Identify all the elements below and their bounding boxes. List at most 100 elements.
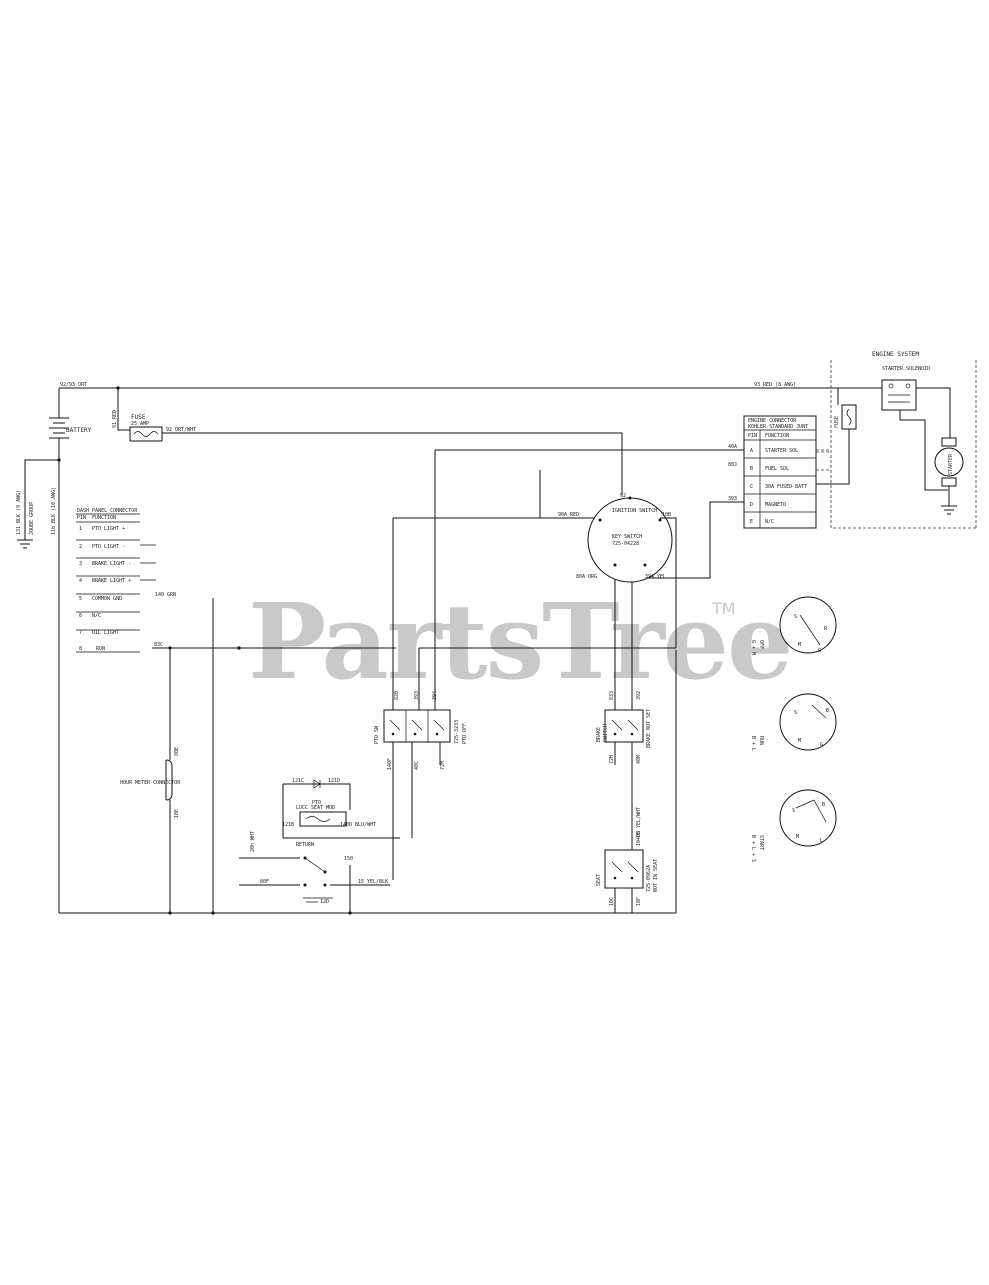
battery-icon [49, 417, 69, 439]
wire-label-15: 15 YEL/BLK [358, 879, 388, 885]
wire-label-140: 140 GRN [155, 592, 176, 598]
term-b: B [822, 802, 825, 808]
fuse-25a [129, 426, 163, 442]
dash-row-fn: COMMON GND [92, 596, 122, 602]
brake-switch [604, 709, 644, 743]
seat-label: SEAT [596, 874, 602, 886]
wire-label-83c: 83C [154, 642, 163, 648]
starter-motor-label: STARTER [948, 453, 954, 475]
wire-label-121c: 121C [292, 778, 304, 784]
dash-row-pin: 4 [79, 578, 82, 584]
wire-label-10ds: 10 DS [636, 831, 642, 846]
fuse-sub-label: 25 AMP [131, 421, 149, 427]
dash-row-pin: 3 [79, 561, 82, 567]
dash-table-title: DASH PANEL CONNECTOR [77, 508, 138, 514]
engine-connector-table [743, 415, 817, 529]
term-m: M [798, 738, 801, 744]
position-off-code: G + M [750, 640, 756, 655]
key-switch [587, 496, 677, 648]
brake-switch-label: SWITCH [603, 724, 609, 742]
watermark-tm: TM [711, 599, 736, 618]
engine-feed-wire-label: 93 RED (8 AWG) [754, 382, 796, 388]
position-run-code: B + L [750, 736, 756, 751]
position-start-label: START [758, 835, 764, 850]
engine-row-pin: A [750, 448, 753, 454]
term-r: R [824, 626, 828, 632]
wire-label-12d: 12D [320, 899, 329, 905]
engine-row-fn: STARTER SOL [765, 448, 798, 454]
wire-label-10f: 10F [636, 897, 642, 906]
dash-table-header-fn: FUNCTION [92, 515, 116, 521]
wire-label-10b: 10B [662, 512, 671, 518]
position-start-code: B + L + S [750, 835, 756, 862]
hour-meter-label: HOUR METER CONNECTOR [120, 780, 181, 786]
dash-row-fn: PTO LIGHT + [92, 526, 125, 532]
ground-wire-label-3: 11b BLK (10 AWG) [51, 487, 57, 535]
engine-row-wire: 80J [728, 462, 737, 468]
engine-system-title: ENGINE SYSTEM [872, 351, 919, 358]
engine-row-fn: 30A FUSED BATT [765, 484, 807, 490]
dash-row-fn: RUN [96, 646, 105, 652]
wire-label-90a: 90A RED [558, 512, 579, 518]
engine-row-pin: C [750, 484, 753, 490]
wire-label-72m: 72M [440, 761, 446, 770]
term-b: B [826, 708, 829, 714]
brake-not-set-label: BRAKE NOT SET [646, 709, 652, 748]
engine-table-header-fn: FUNCTION [765, 433, 789, 439]
engine-table-header-pin: PIN [748, 433, 757, 439]
wire-label-833: 833 [609, 691, 615, 700]
wire-label-72h: 72H [609, 755, 615, 764]
ground-wire-label-2: JOUBE GROUP [29, 502, 35, 535]
wire-label-394b: 394 [432, 691, 438, 700]
engine-row-wire: 393 [728, 496, 737, 502]
wire-label-150: 150 [344, 856, 353, 862]
dash-row-fn: PTO LIGHT - [92, 544, 125, 550]
fuse-label: FUSE [131, 414, 146, 421]
dash-row-pin: 7 [79, 630, 82, 636]
pto-switch-label: PTO SW [374, 725, 380, 744]
term-s: S [792, 808, 795, 814]
main-wiring [24, 386, 838, 915]
pto-off-label: PTO OFF [462, 723, 468, 744]
position-run-label: RUN [758, 736, 764, 745]
diode-icon [310, 779, 322, 789]
key-position-off [779, 596, 837, 654]
ignition-switch-label: IGNITION SWITCH [612, 508, 657, 514]
dash-table-header-pin: PIN [77, 515, 86, 521]
engine-fuse [816, 388, 857, 485]
wire-label-80e: 80E [174, 747, 180, 756]
dash-row-fn: BRAKE LIGHT + [92, 578, 131, 584]
dash-row-pin: 5 [79, 596, 82, 602]
fuse-up-wire-label: 91 RED [112, 410, 118, 428]
wire-label-10e: 10E [174, 809, 180, 818]
diode-label: PTO [312, 800, 321, 806]
hour-meter-connector [165, 759, 173, 801]
engine-table-title-1: ENGINE CONNECTOR [748, 418, 797, 424]
term-g: G [818, 648, 821, 654]
key-position-run [779, 693, 837, 751]
wire-label-40b: 40B YEL/WHT [636, 807, 642, 840]
dash-row-pin: 8 [79, 646, 82, 652]
wire-label-820: 820 [394, 691, 400, 700]
engine-system-region [816, 360, 977, 529]
wire-label-40c: 40C [414, 761, 420, 770]
wire-label-40m: 40M [636, 755, 642, 764]
engine-row-fn: MAGNETO [765, 502, 786, 508]
engine-table-title-2: KOHLER STANDARD JUNT [748, 424, 808, 430]
dash-row-pin: 2 [79, 544, 82, 550]
key-switch-label: KEY SWITCH [612, 534, 642, 540]
wire-label-394: 394 YEL [645, 574, 666, 580]
term-m: M [796, 834, 799, 840]
seat-module [299, 811, 347, 827]
engine-fuse-label: FUSE [834, 416, 840, 428]
reverse-switch [303, 856, 333, 903]
ground-wire-label-1: 131 BLK (9 AWG) [16, 490, 22, 535]
battery-label: BATTERY [66, 427, 92, 434]
position-off-label: OFF [758, 640, 764, 649]
wire-label-393: 393 [414, 691, 420, 700]
term-l: L [820, 838, 823, 844]
solenoid-label: STARTER SOLENOID [882, 366, 930, 372]
pto-part-label: 725-3233 [454, 720, 460, 744]
term-s: S [794, 710, 797, 716]
